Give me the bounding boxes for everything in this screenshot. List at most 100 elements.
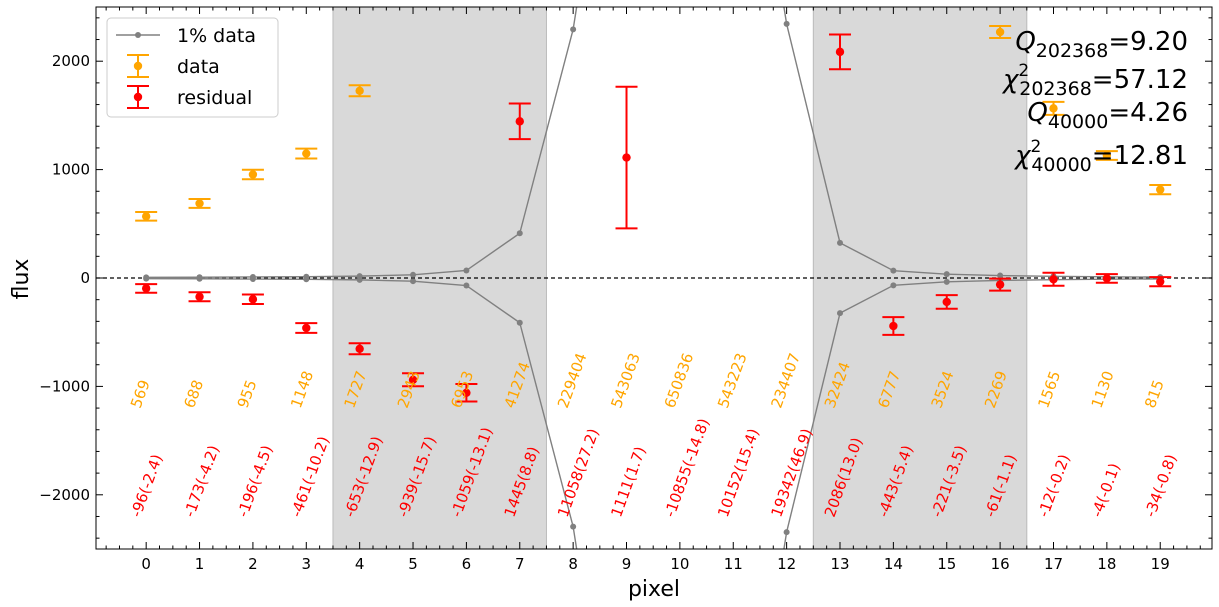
one-percent-lower-line bbox=[1000, 278, 1054, 282]
residual-value-label: -196(-4.5) bbox=[234, 443, 277, 520]
stat-superscript: 2 bbox=[1031, 137, 1042, 157]
residual-errorbar bbox=[508, 102, 531, 141]
residual-errorbar bbox=[402, 372, 425, 388]
residual-errorbar bbox=[882, 316, 905, 336]
data-errorbar bbox=[348, 84, 371, 98]
residual-value-label: -96(-2.4) bbox=[127, 452, 166, 520]
x-tick-label: 2 bbox=[248, 555, 258, 573]
residual-errorbar bbox=[829, 33, 851, 71]
one-percent-upper-line bbox=[412, 269, 467, 276]
one-percent-lower-point bbox=[890, 282, 897, 289]
stat-annotation: Q40000=4.26 bbox=[1027, 98, 1188, 133]
data-value-label: 1148 bbox=[287, 368, 317, 410]
legend-one-percent-marker bbox=[135, 32, 141, 38]
stat-superscript: 2 bbox=[1018, 61, 1029, 81]
residual-errorbar-point bbox=[248, 295, 258, 304]
one-percent-upper-point bbox=[570, 26, 577, 33]
one-percent-lower-point bbox=[356, 276, 363, 283]
stat-symbol: Q bbox=[1027, 98, 1047, 128]
one-percent-upper-point bbox=[516, 230, 523, 237]
data-value-label: 569 bbox=[127, 377, 154, 410]
one-percent-lower-line bbox=[412, 280, 467, 287]
data-value-label: 688 bbox=[180, 377, 207, 410]
residual-errorbar-point bbox=[195, 292, 204, 301]
x-tick-label: 6 bbox=[462, 555, 472, 573]
x-tick-label: 12 bbox=[777, 555, 796, 573]
one-percent-lower-line bbox=[839, 284, 894, 314]
residual-errorbar-point bbox=[942, 297, 951, 307]
one-percent-upper-line bbox=[893, 269, 947, 275]
residual-errorbar-point bbox=[515, 117, 524, 126]
stat-annotation: Q202368=9.20 bbox=[1015, 27, 1188, 62]
one-percent-upper-point bbox=[410, 271, 417, 278]
y-tick-label: 0 bbox=[80, 269, 90, 287]
residual-errorbar-point bbox=[622, 153, 631, 162]
one-percent-upper-line bbox=[359, 274, 414, 277]
x-tick-label: 14 bbox=[884, 555, 903, 573]
one-percent-upper-line bbox=[839, 242, 894, 272]
x-tick-label: 19 bbox=[1151, 555, 1170, 573]
one-percent-lower-line bbox=[785, 312, 841, 533]
residual-errorbar bbox=[135, 283, 158, 294]
one-percent-upper-point bbox=[463, 267, 470, 274]
residual-errorbar bbox=[455, 383, 478, 403]
stat-subscript: 202368 bbox=[1036, 40, 1109, 62]
residual-errorbar bbox=[1042, 271, 1065, 287]
residual-value-label: 1111(1.7) bbox=[607, 444, 649, 519]
data-value-label: 543223 bbox=[714, 351, 751, 411]
y-tick-label: −2000 bbox=[39, 486, 90, 504]
one-percent-lower-line bbox=[359, 279, 414, 282]
one-percent-lower-point bbox=[410, 278, 417, 285]
residual-errorbar bbox=[295, 322, 318, 334]
data-errorbar-point bbox=[195, 199, 204, 208]
x-tick-label: 3 bbox=[302, 555, 312, 573]
residual-errorbar bbox=[1149, 276, 1172, 288]
y-tick-label: 2000 bbox=[52, 52, 90, 70]
data-value-label: 955 bbox=[234, 377, 261, 410]
one-percent-lower-line bbox=[519, 322, 574, 527]
x-tick-label: 1 bbox=[195, 555, 205, 573]
data-errorbar-point bbox=[995, 27, 1005, 37]
residual-errorbar bbox=[1095, 273, 1118, 284]
legend-label: 1% data bbox=[177, 25, 256, 47]
residual-value-label: 19342(46.9) bbox=[767, 426, 816, 519]
one-percent-lower-point bbox=[196, 275, 203, 282]
x-tick-label: 7 bbox=[515, 555, 525, 573]
residual-errorbar-point bbox=[355, 344, 364, 353]
data-errorbar bbox=[188, 197, 211, 209]
one-percent-lower-line bbox=[946, 279, 1001, 283]
stat-symbol: χ bbox=[1013, 141, 1032, 171]
residual-errorbar bbox=[935, 294, 958, 310]
one-percent-lower-point bbox=[249, 276, 256, 283]
data-value-label: 229404 bbox=[554, 351, 591, 411]
stat-value: =57.12 bbox=[1092, 65, 1188, 95]
legend-errorbar-icon bbox=[133, 92, 143, 102]
data-errorbar bbox=[241, 168, 264, 181]
one-percent-upper-line bbox=[785, 23, 841, 244]
data-value-label: 1130 bbox=[1088, 368, 1118, 410]
x-tick-label: 18 bbox=[1097, 555, 1116, 573]
residual-errorbar bbox=[241, 293, 264, 305]
residual-value-label: 11058(27.2) bbox=[554, 426, 603, 519]
one-percent-lower-point bbox=[143, 275, 150, 282]
one-percent-lower-point bbox=[570, 523, 577, 530]
one-percent-upper-point bbox=[943, 271, 950, 278]
residual-value-label: -12(-0.2) bbox=[1034, 452, 1073, 520]
data-errorbar-point bbox=[248, 170, 258, 179]
one-percent-lower-point bbox=[943, 278, 950, 285]
one-percent-upper-line bbox=[519, 29, 574, 234]
data-errorbar bbox=[1149, 184, 1172, 196]
one-percent-upper-point bbox=[997, 272, 1004, 279]
residual-errorbar bbox=[615, 85, 638, 230]
x-axis-label: pixel bbox=[628, 577, 680, 602]
one-percent-lower-line bbox=[465, 284, 521, 324]
stat-subscript: 40000 bbox=[1048, 111, 1108, 133]
residual-errorbar-point bbox=[889, 321, 898, 331]
data-errorbar bbox=[135, 210, 158, 222]
one-percent-lower-line bbox=[306, 278, 360, 281]
one-percent-upper-point bbox=[783, 20, 790, 27]
